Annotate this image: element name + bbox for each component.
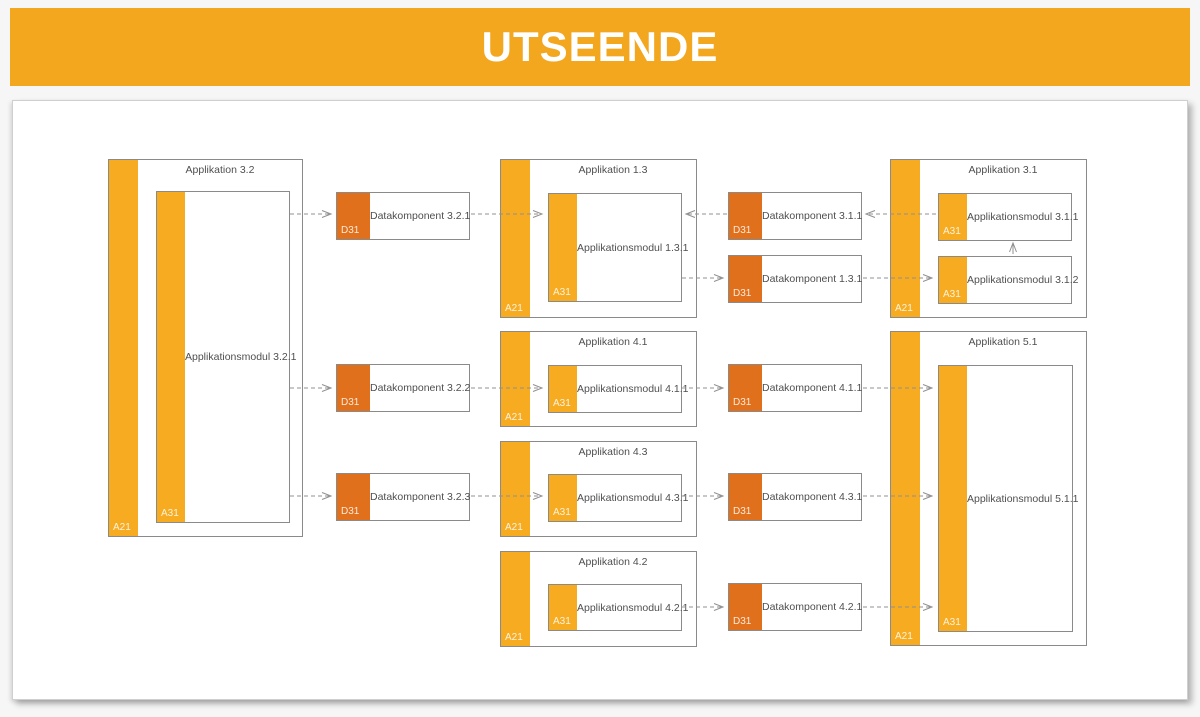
module-label: Applikationsmodul 4.1.1 bbox=[577, 383, 689, 395]
data-box-datakomponent-3-2-3[interactable]: D31 Datakomponent 3.2.3 bbox=[336, 473, 470, 521]
data-type-badge: D31 bbox=[733, 225, 752, 236]
app-title: Applikation 1.3 bbox=[578, 164, 648, 176]
data-box-datakomponent-3-2-2[interactable]: D31 Datakomponent 3.2.2 bbox=[336, 364, 470, 412]
application-type-badge: A21 bbox=[505, 632, 523, 643]
module-label: Applikationsmodul 3.1.2 bbox=[967, 274, 1079, 286]
app-box-applikation-5-1[interactable]: A21 Applikation 5.1 A31 Applikationsmodu… bbox=[890, 331, 1087, 646]
module-type-strip: A31 bbox=[549, 475, 577, 521]
app-box-applikation-4-1[interactable]: A21 Applikation 4.1 A31 Applikationsmodu… bbox=[500, 331, 697, 427]
module-type-strip: A31 bbox=[549, 366, 577, 412]
app-title: Applikation 4.2 bbox=[578, 556, 648, 568]
data-type-badge: D31 bbox=[341, 506, 360, 517]
module-type-strip: A31 bbox=[157, 192, 185, 522]
data-type-strip: D31 bbox=[729, 584, 762, 630]
application-type-badge: A21 bbox=[895, 631, 913, 642]
module-type-strip: A31 bbox=[939, 194, 967, 240]
module-type-badge: A31 bbox=[553, 287, 571, 298]
data-type-badge: D31 bbox=[341, 397, 360, 408]
module-type-strip: A31 bbox=[939, 366, 967, 631]
module-box-applikationsmodul-4-2-1[interactable]: A31 Applikationsmodul 4.2.1 bbox=[548, 584, 689, 631]
data-type-badge: D31 bbox=[733, 397, 752, 408]
data-type-badge: D31 bbox=[733, 288, 752, 299]
application-type-badge: A21 bbox=[505, 412, 523, 423]
module-label: Applikationsmodul 3.2.1 bbox=[185, 351, 297, 363]
application-type-strip: A21 bbox=[501, 160, 530, 317]
module-box-applikationsmodul-3-2-1[interactable]: A31 Applikationsmodul 3.2.1 bbox=[156, 191, 297, 523]
data-type-strip: D31 bbox=[729, 256, 762, 302]
data-type-badge: D31 bbox=[341, 225, 360, 236]
header-banner: UTSEENDE bbox=[10, 8, 1190, 86]
app-box-applikation-3-2[interactable]: A21 Applikation 3.2 A31 Applikationsmodu… bbox=[108, 159, 303, 537]
module-type-badge: A31 bbox=[553, 616, 571, 627]
module-type-badge: A31 bbox=[553, 507, 571, 518]
application-type-badge: A21 bbox=[895, 303, 913, 314]
data-type-badge: D31 bbox=[733, 506, 752, 517]
data-type-badge: D31 bbox=[733, 616, 752, 627]
module-box-applikationsmodul-4-3-1[interactable]: A31 Applikationsmodul 4.3.1 bbox=[548, 474, 689, 522]
data-label: Datakomponent 4.1.1 bbox=[762, 382, 863, 394]
module-type-badge: A31 bbox=[553, 398, 571, 409]
data-type-strip: D31 bbox=[729, 193, 762, 239]
module-type-badge: A31 bbox=[943, 289, 961, 300]
module-label: Applikationsmodul 5.1.1 bbox=[967, 492, 1079, 505]
module-label: Applikationsmodul 1.3.1 bbox=[577, 241, 689, 254]
app-title: Applikation 3.1 bbox=[968, 164, 1038, 176]
module-box-applikationsmodul-1-3-1[interactable]: A31 Applikationsmodul 1.3.1 bbox=[548, 193, 689, 302]
application-type-strip: A21 bbox=[891, 160, 920, 317]
module-type-strip: A31 bbox=[939, 257, 967, 303]
data-label: Datakomponent 4.3.1 bbox=[762, 491, 863, 503]
application-type-badge: A21 bbox=[505, 303, 523, 314]
data-label: Datakomponent 4.2.1 bbox=[762, 601, 863, 613]
data-box-datakomponent-4-3-1[interactable]: D31 Datakomponent 4.3.1 bbox=[728, 473, 862, 521]
data-box-datakomponent-4-1-1[interactable]: D31 Datakomponent 4.1.1 bbox=[728, 364, 862, 412]
data-box-datakomponent-4-2-1[interactable]: D31 Datakomponent 4.2.1 bbox=[728, 583, 862, 631]
data-box-datakomponent-3-2-1[interactable]: D31 Datakomponent 3.2.1 bbox=[336, 192, 470, 240]
page-title: UTSEENDE bbox=[481, 23, 719, 70]
module-type-badge: A31 bbox=[161, 508, 179, 519]
module-type-badge: A31 bbox=[943, 226, 961, 237]
module-type-badge: A31 bbox=[943, 617, 961, 628]
data-label: Datakomponent 3.2.3 bbox=[370, 491, 471, 503]
module-box-applikationsmodul-5-1-1[interactable]: A31 Applikationsmodul 5.1.1 bbox=[938, 365, 1079, 632]
application-type-strip: A21 bbox=[501, 332, 530, 426]
app-box-applikation-3-1[interactable]: A21 Applikation 3.1 A31 Applikationsmodu… bbox=[890, 159, 1087, 318]
module-type-strip: A31 bbox=[549, 585, 577, 630]
module-label: Applikationsmodul 3.1.1 bbox=[967, 211, 1079, 223]
application-type-strip: A21 bbox=[109, 160, 138, 536]
app-box-applikation-4-3[interactable]: A21 Applikation 4.3 A31 Applikationsmodu… bbox=[500, 441, 697, 537]
application-type-strip: A21 bbox=[891, 332, 920, 645]
data-type-strip: D31 bbox=[729, 474, 762, 520]
application-type-strip: A21 bbox=[501, 552, 530, 646]
data-type-strip: D31 bbox=[337, 365, 370, 411]
application-type-badge: A21 bbox=[505, 522, 523, 533]
app-title: Applikation 3.2 bbox=[185, 164, 255, 176]
data-box-datakomponent-3-1-1[interactable]: D31 Datakomponent 3.1.1 bbox=[728, 192, 862, 240]
data-label: Datakomponent 3.1.1 bbox=[762, 210, 863, 222]
data-type-strip: D31 bbox=[337, 193, 370, 239]
data-type-strip: D31 bbox=[729, 365, 762, 411]
application-type-strip: A21 bbox=[501, 442, 530, 536]
app-box-applikation-4-2[interactable]: A21 Applikation 4.2 A31 Applikationsmodu… bbox=[500, 551, 697, 647]
data-box-datakomponent-1-3-1[interactable]: D31 Datakomponent 1.3.1 bbox=[728, 255, 862, 303]
module-box-applikationsmodul-4-1-1[interactable]: A31 Applikationsmodul 4.1.1 bbox=[548, 365, 689, 413]
module-box-applikationsmodul-3-1-1[interactable]: A31 Applikationsmodul 3.1.1 bbox=[938, 193, 1079, 241]
application-type-badge: A21 bbox=[113, 522, 131, 533]
app-title: Applikation 5.1 bbox=[968, 336, 1038, 348]
data-type-strip: D31 bbox=[337, 474, 370, 520]
module-label: Applikationsmodul 4.2.1 bbox=[577, 601, 689, 614]
app-box-applikation-1-3[interactable]: A21 Applikation 1.3 A31 Applikationsmodu… bbox=[500, 159, 697, 318]
module-type-strip: A31 bbox=[549, 194, 577, 301]
app-title: Applikation 4.1 bbox=[578, 336, 648, 348]
data-label: Datakomponent 3.2.1 bbox=[370, 210, 471, 222]
data-label: Datakomponent 1.3.1 bbox=[762, 273, 863, 285]
module-label: Applikationsmodul 4.3.1 bbox=[577, 492, 689, 504]
app-title: Applikation 4.3 bbox=[578, 446, 648, 458]
data-label: Datakomponent 3.2.2 bbox=[370, 382, 471, 394]
module-box-applikationsmodul-3-1-2[interactable]: A31 Applikationsmodul 3.1.2 bbox=[938, 256, 1079, 304]
